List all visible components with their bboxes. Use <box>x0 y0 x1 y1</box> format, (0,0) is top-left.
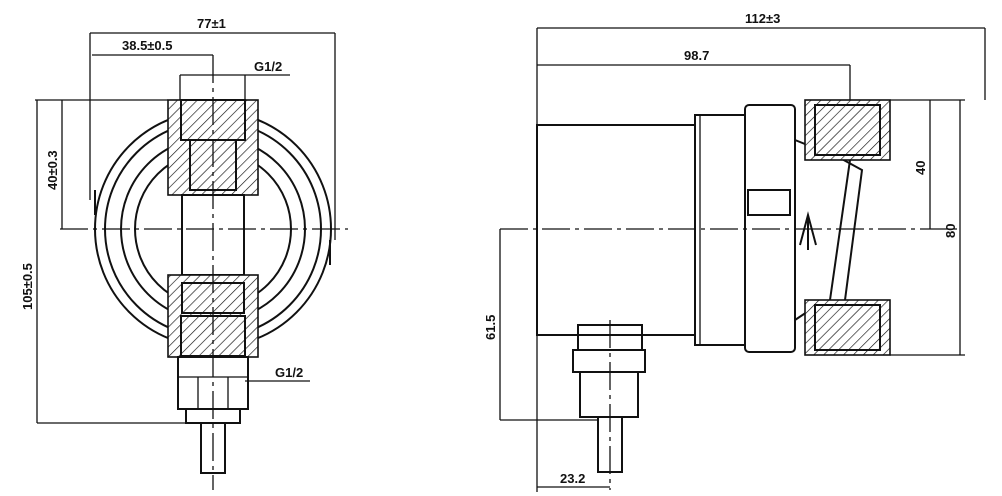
dim-axis-to-cable: 61.5 <box>483 315 498 340</box>
dim-length-total: 112±3 <box>745 11 780 26</box>
flow-arrow-icon <box>799 211 817 250</box>
dim-width-half: 38.5±0.5 <box>122 38 173 53</box>
motor-body <box>536 124 696 336</box>
dim-width-total: 77±1 <box>197 16 226 31</box>
dim-height-half: 40 <box>913 161 928 175</box>
outlet-connector <box>804 299 891 356</box>
cable <box>200 422 226 474</box>
dim-height-axis: 40±0.3 <box>45 150 60 190</box>
dim-length-body: 98.7 <box>684 48 709 63</box>
dim-height-total-side: 80 <box>943 224 958 238</box>
dim-thread-bottom: G1/2 <box>275 365 303 380</box>
terminal-box <box>572 349 646 373</box>
inlet-connector <box>804 99 891 161</box>
dim-height-total: 105±0.5 <box>20 263 35 310</box>
dim-thread-top: G1/2 <box>254 59 282 74</box>
dim-cable-offset: 23.2 <box>560 471 585 486</box>
front-view: 77±1 38.5±0.5 G1/2 40±0.3 105±0.5 G1/2 <box>20 16 348 490</box>
side-view: 112±3 98.7 40 80 61.5 23.2 <box>483 11 986 492</box>
